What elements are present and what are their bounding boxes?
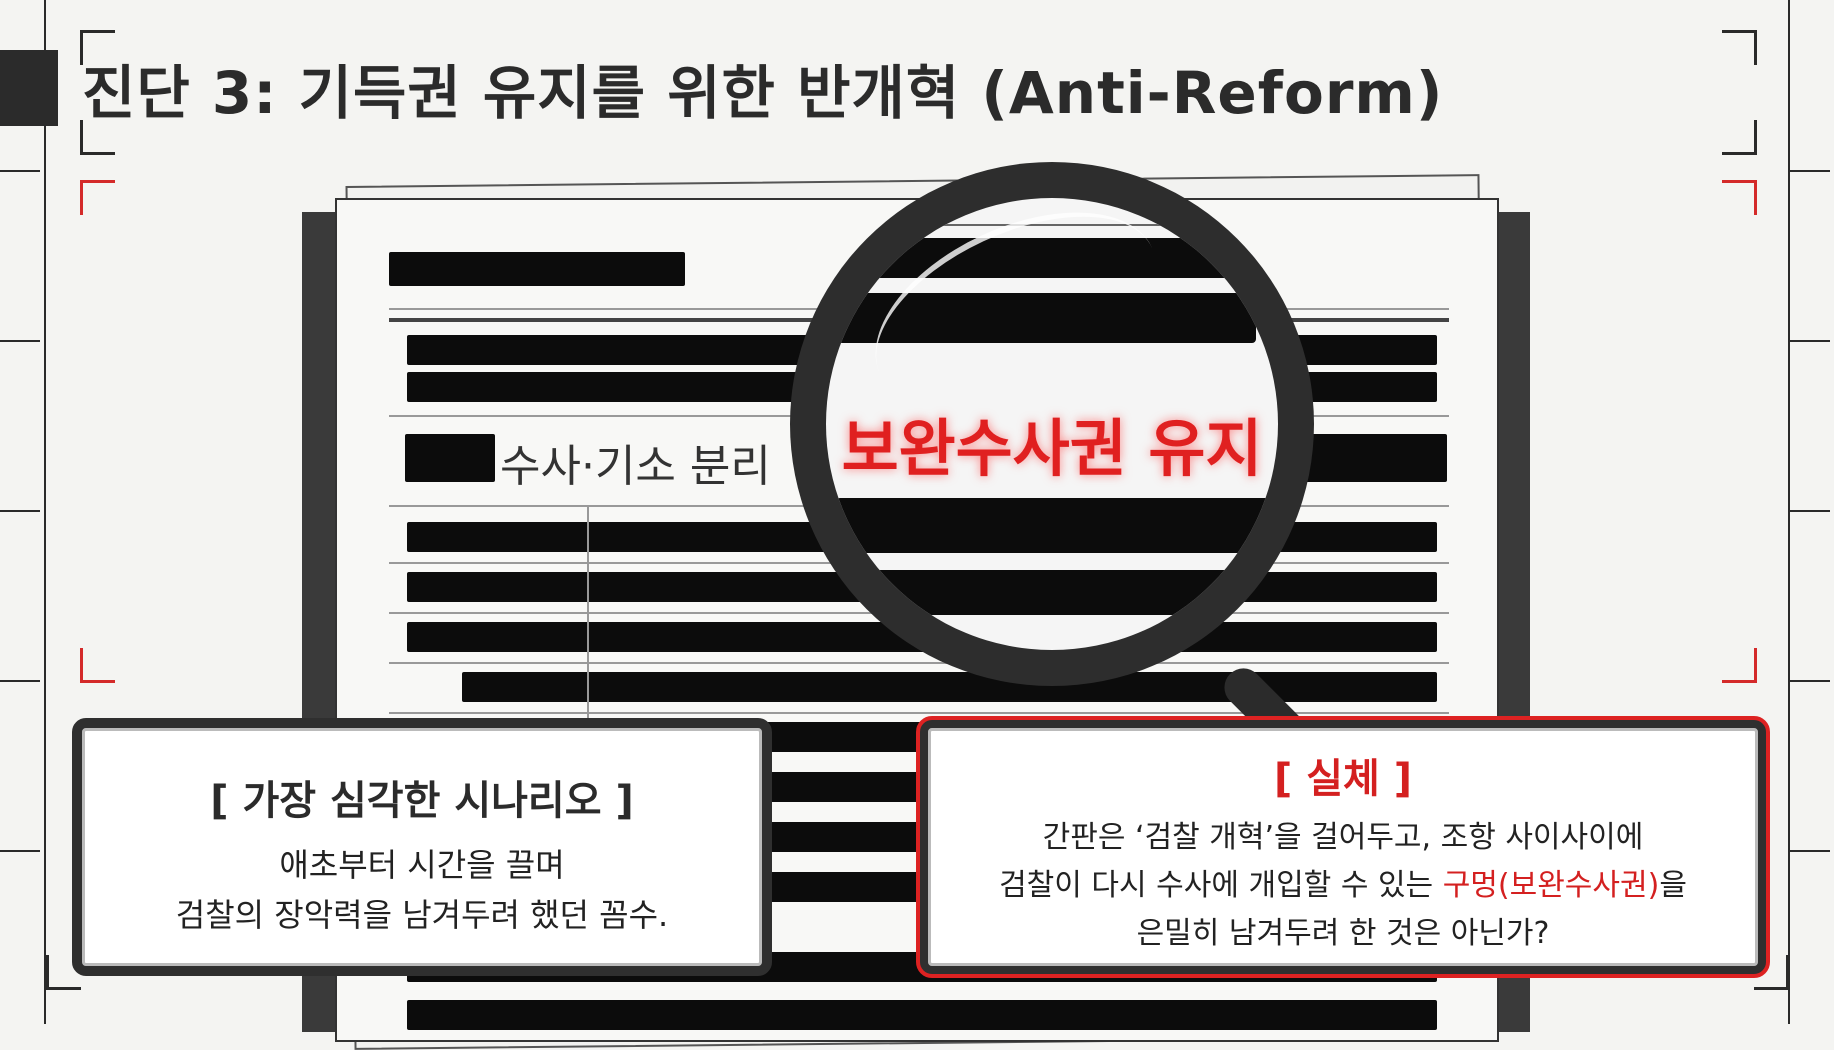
reality-title: [ 실체 ] <box>1273 756 1412 802</box>
frame-corner <box>80 30 115 65</box>
frame-corner-red <box>80 648 115 683</box>
reality-callout: [ 실체 ] 간판은 ‘검찰 개혁’을 걸어두고, 조항 사이사이에 검찰이 다… <box>916 716 1770 978</box>
reality-line-1: 간판은 ‘검찰 개혁’을 걸어두고, 조항 사이사이에 <box>1042 820 1644 855</box>
frame-tick <box>1790 510 1830 512</box>
title-accent-bar <box>0 50 58 126</box>
frame-corner <box>1722 120 1757 155</box>
frame-corner <box>1722 30 1757 65</box>
frame-corner <box>1754 955 1789 990</box>
reality-line-3: 은밀히 남겨두려 한 것은 아닌가? <box>1136 916 1550 951</box>
table-column-rule <box>587 505 589 905</box>
frame-tick <box>0 510 40 512</box>
reality-highlight: 구멍(보완수사권) <box>1442 868 1660 903</box>
frame-tick <box>0 680 40 682</box>
frame-line-left <box>44 0 46 1024</box>
lens-rule <box>826 224 1278 226</box>
frame-line-right <box>1788 0 1790 1024</box>
frame-corner-red <box>1722 180 1757 215</box>
frame-corner <box>80 120 115 155</box>
document-visible-text: 수사·기소 분리 <box>500 441 771 492</box>
frame-tick <box>0 170 40 172</box>
table-rule <box>389 662 1449 664</box>
scenario-line-2: 검찰의 장악력을 남겨두려 했던 꼼수. <box>175 896 669 934</box>
frame-tick <box>1790 340 1830 342</box>
frame-corner-red <box>80 180 115 215</box>
redaction-bar <box>462 672 1437 702</box>
frame-corner <box>46 955 81 990</box>
frame-tick <box>0 850 40 852</box>
magnified-text: 보완수사권 유지 <box>841 412 1263 485</box>
frame-corner-red <box>1722 648 1757 683</box>
lens-redaction-bar <box>836 293 1256 343</box>
table-rule <box>389 712 1449 714</box>
scenario-line-1: 애초부터 시간을 끌며 <box>279 846 565 884</box>
redaction-bar <box>405 434 495 482</box>
frame-tick <box>1790 680 1830 682</box>
lens-redaction-bar <box>836 570 1276 615</box>
reality-line-2-post: 을 <box>1659 868 1687 903</box>
frame-tick <box>1790 170 1830 172</box>
page-title: 진단 3: 기득권 유지를 위한 반개혁 (Anti-Reform) <box>82 59 1444 127</box>
lens-redaction-bar <box>836 498 1276 553</box>
reality-line-2: 검찰이 다시 수사에 개입할 수 있는 구멍(보완수사권)을 <box>928 860 1758 904</box>
magnifier-lens: 보완수사권 유지 <box>826 198 1278 650</box>
redaction-bar <box>389 252 685 286</box>
frame-tick <box>0 340 40 342</box>
reality-line-2-pre: 검찰이 다시 수사에 개입할 수 있는 <box>999 868 1443 903</box>
redaction-bar <box>407 1000 1437 1030</box>
lens-redaction-bar <box>836 238 1256 278</box>
scenario-callout: [ 가장 심각한 시나리오 ] 애초부터 시간을 끌며 검찰의 장악력을 남겨두… <box>72 718 772 976</box>
frame-tick <box>1790 850 1830 852</box>
scenario-title: [ 가장 심각한 시나리오 ] <box>210 778 634 824</box>
